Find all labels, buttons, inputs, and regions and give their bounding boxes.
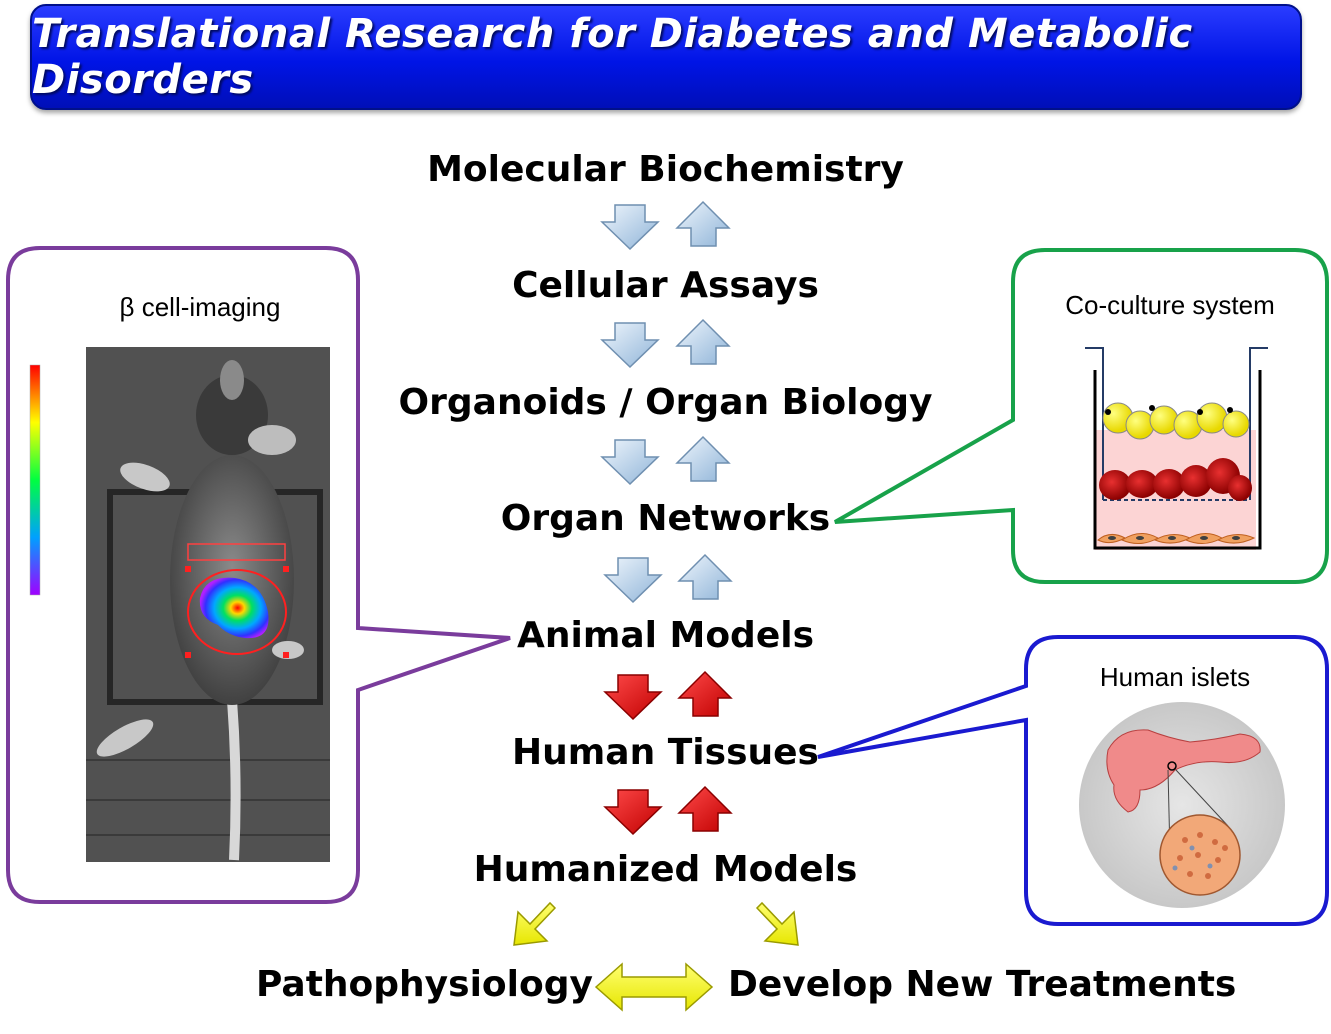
up-arrow-icon	[675, 435, 731, 482]
step-organ-networks: Organ Networks	[500, 498, 831, 539]
step-human-tissues: Human Tissues	[512, 732, 819, 773]
title-banner: Translational Research for Diabetes and …	[30, 4, 1302, 110]
outcome-pathophysiology: Pathophysiology	[256, 964, 593, 1005]
page-title: Translational Research for Diabetes and …	[32, 11, 1193, 103]
arrow-pair-2	[600, 318, 731, 369]
down-arrow-icon	[603, 674, 663, 721]
up-arrow-icon	[677, 670, 733, 717]
double-arrow-icon	[594, 962, 714, 1012]
callout-co-culture	[834, 248, 1329, 584]
arrow-pair-5	[603, 670, 733, 721]
step-humanized-models: Humanized Models	[473, 849, 858, 890]
diagonal-arrow-left-icon	[513, 901, 557, 946]
step-molecular-biochemistry: Molecular Biochemistry	[427, 149, 904, 190]
outcome-new-treatments: Develop New Treatments	[728, 964, 1237, 1005]
arrow-pair-6	[603, 785, 733, 836]
arrow-pair-3	[600, 435, 731, 486]
callout-co-culture-title: Co-culture system	[1065, 290, 1275, 320]
up-arrow-icon	[677, 785, 733, 832]
down-arrow-icon	[600, 204, 660, 251]
down-arrow-icon	[603, 557, 663, 604]
arrow-pair-4	[603, 553, 733, 604]
callout-human-islets	[817, 635, 1329, 926]
callout-beta-cell-title: β cell-imaging	[119, 292, 281, 322]
callout-human-islets-title: Human islets	[1099, 662, 1251, 692]
up-arrow-icon	[675, 318, 731, 365]
step-animal-models: Animal Models	[516, 615, 815, 656]
diagonal-arrow-right-icon	[755, 901, 799, 946]
arrow-pair-1	[600, 200, 731, 251]
up-arrow-icon	[677, 553, 733, 600]
up-arrow-icon	[675, 200, 731, 247]
step-cellular-assays: Cellular Assays	[512, 265, 819, 306]
mouse-imaging-photo	[29, 347, 330, 862]
down-arrow-icon	[600, 439, 660, 486]
step-organoids: Organoids / Organ Biology	[398, 382, 933, 423]
down-arrow-icon	[600, 322, 660, 369]
down-arrow-icon	[603, 789, 663, 836]
